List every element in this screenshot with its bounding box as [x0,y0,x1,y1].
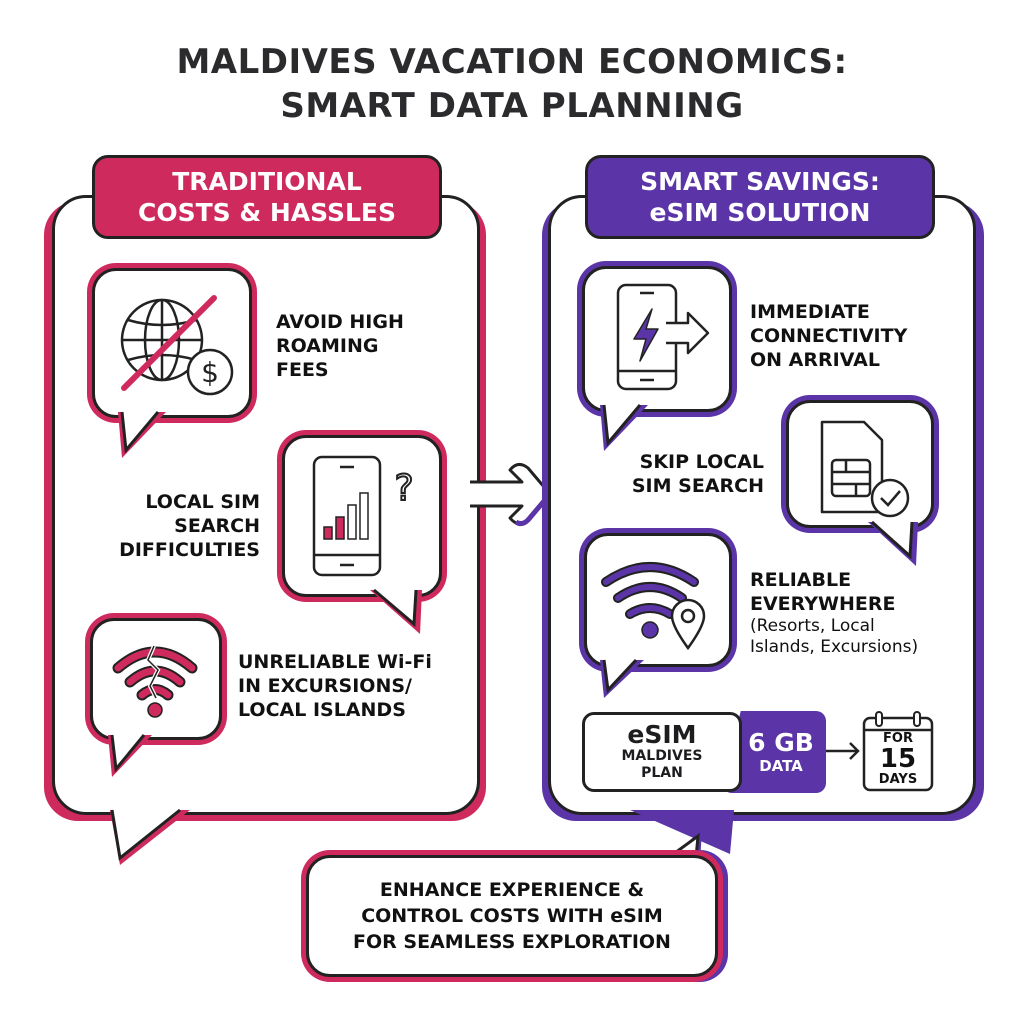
label-line: DIFFICULTIES [119,539,260,561]
calendar-duration: FOR 15 DAYS [862,710,934,792]
label-line: LOCAL SIM [145,491,260,513]
footer-line: CONTROL COSTS WITH eSIM [361,905,663,927]
label-line: ON ARRIVAL [750,349,880,371]
skip-sim-label: SKIP LOCAL SIM SEARCH [600,450,764,498]
svg-text:?: ? [394,468,413,509]
immediate-bubble-tail [600,404,648,451]
local-sim-label: LOCAL SIM SEARCH DIFFICULTIES [110,490,260,562]
phone-weak-signal-question-icon: ? [312,455,415,577]
label-line: EVERYWHERE [750,593,896,615]
arrow-right-icon [826,742,860,760]
reliable-everywhere-label: RELIABLE EVERYWHERE (Resorts, Local Isla… [750,568,918,658]
footer-line: ENHANCE EXPERIENCE & [379,879,645,901]
sim-card-check-icon [820,420,910,518]
calendar-icon [862,711,934,792]
label-line: IN EXCURSIONS/ [238,675,412,697]
esim-header-line-2: eSIM SOLUTION [649,198,871,227]
plan-line: MALDIVES [621,748,703,764]
traditional-header: TRADITIONAL COSTS & HASSLES [92,155,442,239]
label-line: SKIP LOCAL [639,451,764,473]
skip-sim-bubble-tail [868,520,918,566]
globe-no-dollar-icon: $ [120,295,234,396]
label-line: LOCAL ISLANDS [238,699,406,721]
wifi-label: UNRELIABLE Wi-Fi IN EXCURSIONS/ LOCAL IS… [238,650,432,722]
label-line: CONNECTIVITY [750,325,908,347]
local-sim-bubble-tail [370,588,422,634]
wifi-bubble-tail [108,734,152,777]
days-label: DAYS [878,772,918,787]
data-amount: 6 GB [748,728,814,757]
calendar-text: FOR 15 DAYS [862,731,934,788]
esim-header: SMART SAVINGS: eSIM SOLUTION [585,155,935,239]
plan-line: PLAN [641,765,683,781]
label-line: UNRELIABLE Wi-Fi [238,651,432,673]
title-line-1: MALDIVES VACATION ECONOMICS: [176,42,848,82]
footer-tail [664,830,702,862]
plan-name: eSIM [627,720,697,749]
footer-line: FOR SEAMLESS EXPLORATION [353,931,671,953]
esim-panel-tail [630,810,734,854]
page-title: MALDIVES VACATION ECONOMICS: SMART DATA … [0,40,1024,128]
days-number: 15 [879,744,917,774]
label-subline: Islands, Excursions) [750,637,919,657]
reliable-everywhere-bubble [584,533,732,667]
traditional-header-line-2: COSTS & HASSLES [137,198,397,227]
wifi-bubble [90,618,222,740]
immediate-connectivity-label: IMMEDIATE CONNECTIVITY ON ARRIVAL [750,300,907,372]
label-line: SIM SEARCH [631,475,764,497]
roaming-bubble-tail [118,411,166,458]
traditional-header-line-1: TRADITIONAL [172,167,362,196]
label-subline: (Resorts, Local [750,616,875,636]
reliable-bubble-tail [600,658,644,698]
label-line: ROAMING [276,335,379,357]
data-label: DATA [759,757,803,775]
broken-wifi-icon [112,645,198,718]
conclusion-callout: ENHANCE EXPERIENCE & CONTROL COSTS WITH … [306,855,718,977]
label-line: SEARCH [174,515,260,537]
for-label: FOR [883,731,913,746]
wifi-location-icon [601,562,706,651]
phone-lightning-arrow-icon [616,283,710,391]
title-line-2: SMART DATA PLANNING [280,86,744,126]
label-line: RELIABLE [750,569,852,591]
roaming-fees-label: AVOID HIGH ROAMING FEES [276,310,404,382]
label-line: AVOID HIGH [276,311,404,333]
transition-arrow-icon [470,463,552,527]
traditional-panel-tail [110,808,190,865]
label-line: IMMEDIATE [750,301,870,323]
esim-plan-card: eSIM MALDIVES PLAN [582,712,742,792]
svg-text:$: $ [201,356,219,389]
esim-header-line-1: SMART SAVINGS: [640,167,880,196]
label-line: FEES [276,359,329,381]
